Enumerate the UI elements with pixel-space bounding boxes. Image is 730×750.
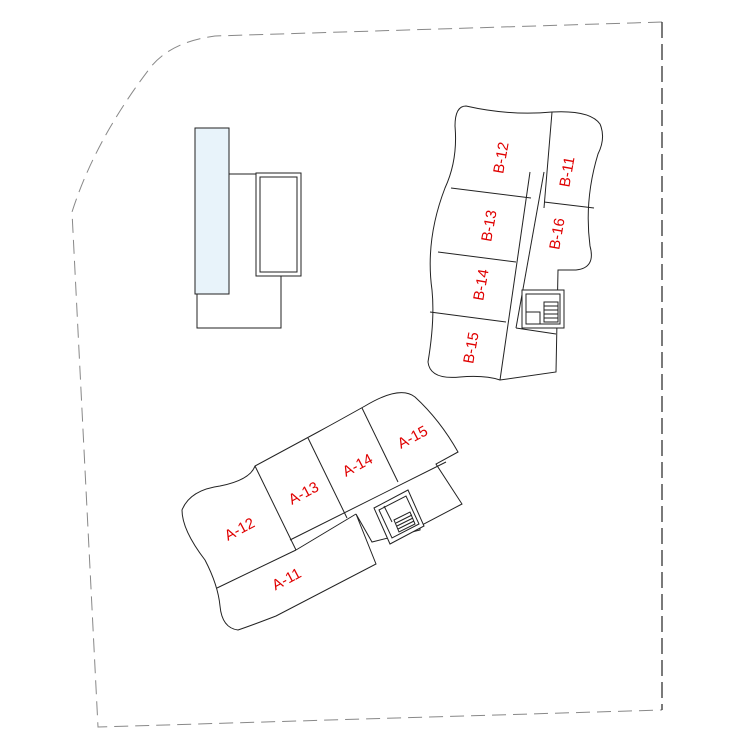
block-a-corridor [289, 461, 447, 541]
block-a-divider-2 [307, 437, 348, 519]
block-a-divider-4 [216, 549, 297, 589]
annex-inner [259, 176, 298, 273]
block-b-divider-2 [450, 187, 532, 199]
block-b-divider-4 [437, 251, 517, 263]
block-b [427, 105, 604, 381]
block-a-stair-core [373, 489, 425, 545]
block-a-divider-1 [254, 465, 297, 551]
block-b-divider-3 [543, 201, 595, 209]
block-a [181, 392, 463, 631]
block-b-core-bottom [515, 327, 557, 335]
block-b-stair-core [521, 289, 565, 329]
block-a-divider-3 [361, 407, 399, 483]
unit-label-b13: B-13 [478, 209, 500, 243]
site-boundary-dashed [71, 21, 663, 728]
block-b-divider-1 [543, 111, 553, 209]
block-b-outline [427, 105, 604, 381]
unit-label-b11: B-11 [556, 155, 578, 188]
unit-label-b15: B-15 [460, 331, 482, 365]
pool [194, 127, 230, 295]
block-b-divider-5 [429, 311, 507, 323]
annex-outer [255, 172, 302, 277]
block-a-corridor-2 [295, 513, 357, 551]
block-b-corridor-right [515, 171, 545, 329]
unit-label-b16: B-16 [546, 217, 568, 251]
block-b-corridor-left [499, 171, 531, 381]
clubhouse-building [194, 127, 302, 329]
unit-label-b12: B-12 [490, 141, 512, 175]
unit-label-b14: B-14 [470, 268, 492, 302]
